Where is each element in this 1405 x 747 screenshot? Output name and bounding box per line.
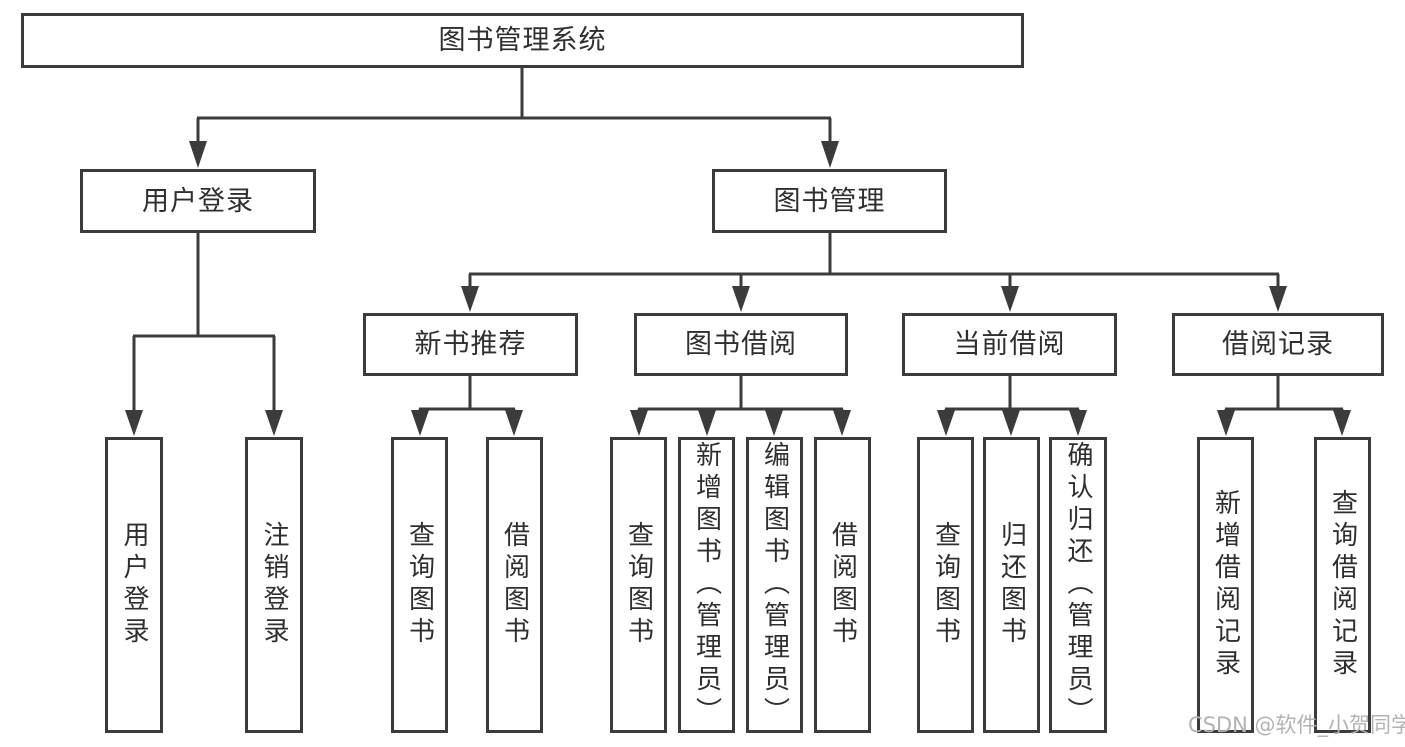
leaf-logout: 注销登录 — [245, 437, 303, 733]
node-book-management: 图书管理 — [712, 169, 947, 233]
node-user-login: 用户登录 — [80, 169, 316, 233]
node-root-system: 图书管理系统 — [21, 13, 1024, 68]
node-user-login-label: 用户登录 — [142, 185, 254, 217]
leaf-borrow-books-recommend-label: 借阅图书 — [499, 521, 530, 649]
leaf-query-books-recommend: 查询图书 — [391, 437, 448, 733]
leaf-query-books-borrow-label: 查询图书 — [623, 521, 654, 649]
connector-borrow-records-group — [1217, 374, 1351, 436]
leaf-user-login-label: 用户登录 — [119, 521, 149, 649]
node-book-borrow-label: 图书借阅 — [685, 329, 797, 360]
connector-root-to-level2 — [189, 66, 839, 168]
node-borrow-records-label: 借阅记录 — [1222, 329, 1334, 360]
node-book-borrow: 图书借阅 — [634, 313, 848, 376]
leaf-add-books-admin-label: 新增图书（管理员） — [691, 441, 722, 729]
connector-book-management-to-level3 — [461, 231, 1287, 312]
node-new-book-recommend-label: 新书推荐 — [414, 329, 527, 360]
connector-book-borrow-group — [630, 374, 851, 436]
node-root-system-label: 图书管理系统 — [438, 25, 607, 56]
leaf-return-books-label: 归还图书 — [996, 521, 1027, 649]
leaf-query-books-recommend-label: 查询图书 — [404, 521, 435, 649]
leaf-edit-books-admin: 编辑图书（管理员） — [746, 437, 803, 733]
leaf-add-books-admin: 新增图书（管理员） — [678, 437, 735, 733]
connector-current-borrow-group — [937, 374, 1087, 436]
leaf-borrow-books-label: 借阅图书 — [827, 521, 858, 649]
connector-new-book-group — [411, 374, 523, 436]
node-book-management-label: 图书管理 — [773, 185, 886, 217]
leaf-query-books-borrow: 查询图书 — [610, 437, 667, 733]
leaf-add-borrow-record-label: 新增借阅记录 — [1210, 489, 1241, 681]
leaf-user-login: 用户登录 — [105, 437, 163, 733]
leaf-query-borrow-record: 查询借阅记录 — [1314, 437, 1371, 733]
leaf-logout-label: 注销登录 — [259, 521, 289, 649]
node-current-borrow-label: 当前借阅 — [953, 329, 1066, 360]
node-current-borrow: 当前借阅 — [902, 313, 1117, 376]
node-borrow-records: 借阅记录 — [1172, 313, 1384, 376]
leaf-borrow-books: 借阅图书 — [814, 437, 871, 733]
watermark: CSDN @软件_小贺同学 — [1188, 713, 1405, 737]
leaf-query-books-current-label: 查询图书 — [930, 521, 961, 649]
leaf-return-books: 归还图书 — [983, 437, 1040, 733]
leaf-query-borrow-record-label: 查询借阅记录 — [1327, 489, 1358, 681]
leaf-confirm-return-admin: 确认归还（管理员） — [1049, 437, 1107, 733]
node-new-book-recommend: 新书推荐 — [363, 313, 578, 376]
connector-user-login-group — [125, 231, 283, 436]
leaf-edit-books-admin-label: 编辑图书（管理员） — [759, 441, 790, 729]
leaf-add-borrow-record: 新增借阅记录 — [1197, 437, 1254, 733]
leaf-borrow-books-recommend: 借阅图书 — [486, 437, 543, 733]
leaf-confirm-return-admin-label: 确认归还（管理员） — [1063, 441, 1093, 729]
leaf-query-books-current: 查询图书 — [917, 437, 974, 733]
